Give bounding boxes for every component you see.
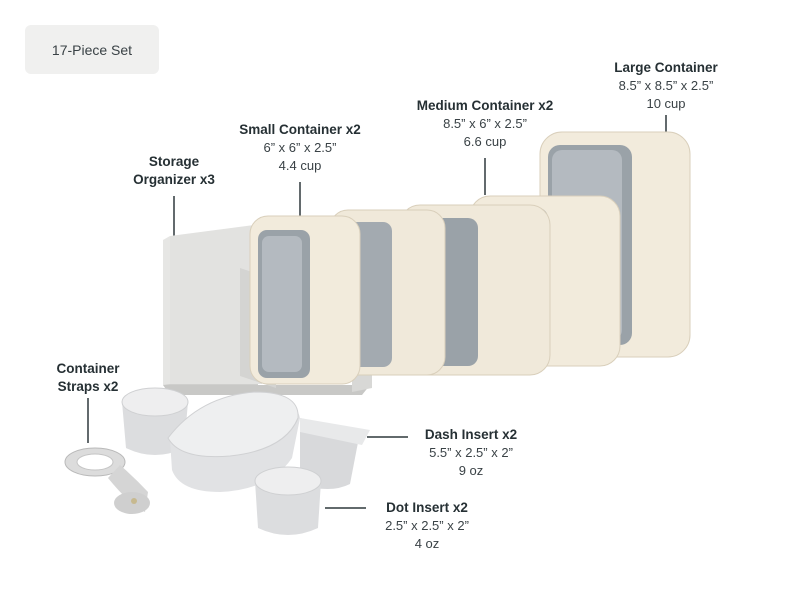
dash-insert-capacity: 9 oz (458, 463, 484, 478)
small-container-label: Small Container x2 6” x 6” x 2.5” 4.4 cu… (220, 121, 380, 175)
large-container-label: Large Container 8.5” x 8.5” x 2.5” 10 cu… (592, 59, 740, 113)
large-container-capacity: 10 cup (646, 96, 686, 111)
storage-organizer-label: Storage Organizer x3 (108, 153, 240, 189)
large-container-dimensions: 8.5” x 8.5” x 2.5” (618, 78, 714, 93)
medium-container-name: Medium Container x2 (416, 98, 554, 113)
dash-insert-label: Dash Insert x2 5.5” x 2.5” x 2” 9 oz (405, 426, 537, 480)
container-straps (64, 447, 150, 514)
storage-organizer-name: Storage Organizer x3 (133, 154, 215, 187)
small-container-name: Small Container x2 (239, 122, 361, 137)
leader-lines (87, 115, 667, 509)
small-container-capacity: 4.4 cup (278, 158, 322, 173)
dash-insert-back (300, 418, 370, 489)
medium-container-capacity: 6.6 cup (463, 134, 507, 149)
dot-insert-front (254, 466, 322, 535)
dash-insert-name: Dash Insert x2 (424, 427, 518, 442)
piece-count-badge: 17-Piece Set (25, 25, 159, 74)
dot-insert-label: Dot Insert x2 2.5” x 2.5” x 2” 4 oz (366, 499, 488, 553)
container-straps-label: Container Straps x2 (38, 360, 138, 396)
dash-insert-dimensions: 5.5” x 2.5” x 2” (429, 445, 513, 460)
container-straps-name: Container Straps x2 (56, 361, 120, 394)
dot-insert-dimensions: 2.5” x 2.5” x 2” (385, 518, 469, 533)
large-container-name: Large Container (614, 60, 718, 75)
dash-insert-front (167, 391, 300, 492)
medium-container-dimensions: 8.5” x 6” x 2.5” (443, 116, 527, 131)
dot-insert-capacity: 4 oz (414, 536, 440, 551)
small-container-1 (249, 215, 361, 385)
dot-insert-name: Dot Insert x2 (386, 500, 468, 515)
small-container-dimensions: 6” x 6” x 2.5” (263, 140, 337, 155)
medium-container-label: Medium Container x2 8.5” x 6” x 2.5” 6.6… (398, 97, 572, 151)
